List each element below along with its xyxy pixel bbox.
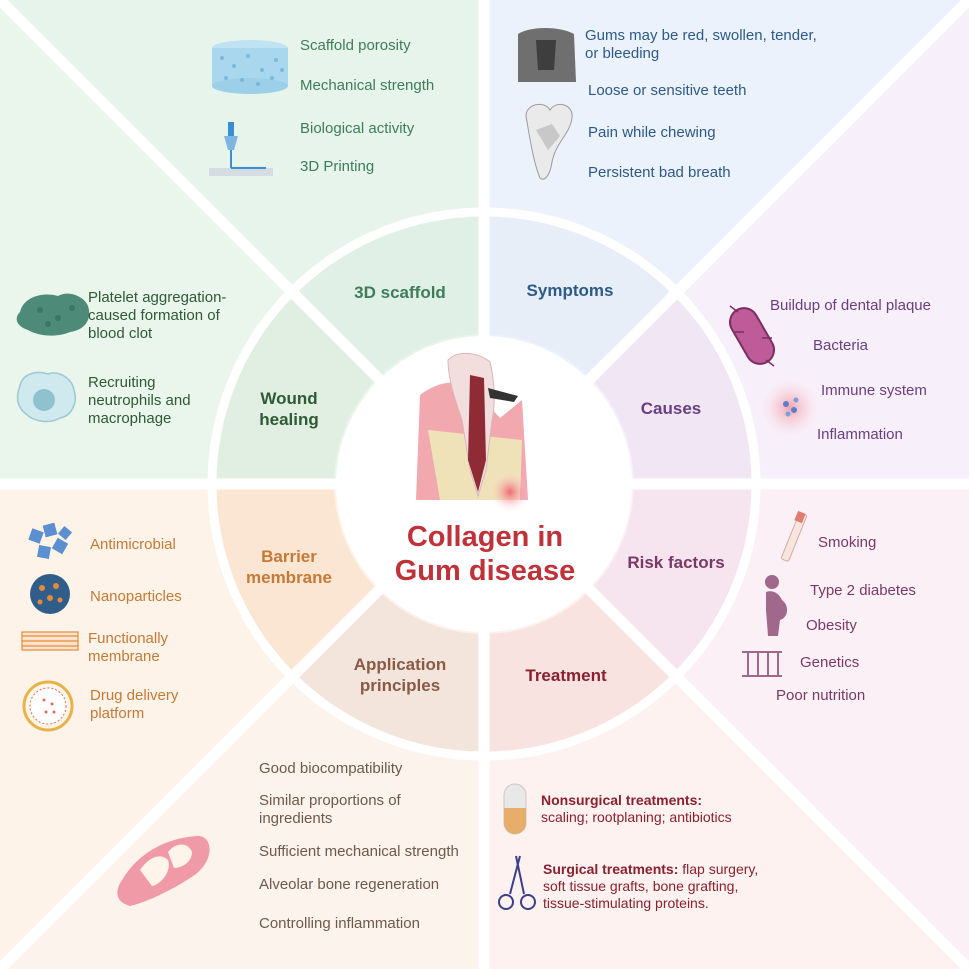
segment-application-line2: principles (359, 676, 441, 695)
treatment-surgical-line2: soft tissue grafts, bone grafting, (543, 878, 739, 894)
segment-barrier-membrane: Barrier membrane (230, 546, 348, 588)
tooth-icon (525, 103, 573, 180)
treatment-surgical-line3: tissue-stimulating proteins. (543, 895, 709, 911)
barrier-drug-line1: Drug delivery (90, 687, 179, 704)
symptom-loose-teeth: Loose or sensitive teeth (588, 82, 747, 99)
porous-cylinder-icon (212, 40, 288, 94)
segment-causes: Causes (640, 399, 702, 418)
pill-capsule-icon (503, 783, 527, 835)
application-similar-line1: Similar proportions of (259, 792, 401, 809)
segment-symptoms: Symptoms (526, 281, 614, 300)
treatment-nonsurgical-title: Nonsurgical treatments: (541, 792, 703, 808)
cause-item: Inflammation (817, 426, 903, 443)
barrier-functional-line2: membrane (88, 648, 160, 665)
risk-item: Genetics (800, 654, 860, 671)
application-mech: Sufficient mechanical strength (259, 843, 459, 860)
symptom-pain: Pain while chewing (588, 124, 716, 141)
segment-barrier-line2: membrane (246, 568, 332, 587)
dna-ladder-icon (742, 651, 782, 677)
segment-barrier-line1: Barrier (261, 547, 317, 566)
bacterium-icon (729, 305, 775, 367)
application-alveolar: Alveolar bone regeneration (259, 876, 440, 893)
3d-printer-nozzle-icon (209, 122, 273, 176)
symptom-bad-breath: Persistent bad breath (588, 164, 731, 181)
application-biocompat: Good biocompatibility (259, 760, 403, 777)
risk-item: Obesity (806, 617, 857, 634)
risk-item: Smoking (818, 534, 877, 551)
immune-cells-icon (762, 380, 818, 436)
center-title-line1: Collagen in (406, 521, 564, 553)
segment-3d-scaffold: 3D scaffold (354, 283, 446, 302)
wound-platelet-line3: blood clot (88, 325, 153, 342)
macrophage-cell-icon (16, 371, 76, 423)
center-title-line2: Gum disease (394, 555, 576, 587)
application-inflammation: Controlling inflammation (259, 915, 420, 932)
cause-item: Immune system (821, 382, 927, 399)
surgical-scissors-icon (498, 855, 536, 910)
gum-tissue-icon (117, 835, 210, 906)
wound-platelet-line2: caused formation of (88, 307, 220, 324)
segment-wound-line1: Wound (260, 389, 318, 408)
cause-item: Buildup of dental plaque (770, 297, 931, 314)
scaffold-item: Biological activity (300, 120, 415, 137)
treatment-nonsurgical-body: scaling; rootplaning; antibiotics (541, 809, 732, 825)
risk-item: Poor nutrition (776, 687, 866, 704)
segment-application-line1: Application (353, 655, 447, 674)
segment-treatment: Treatment (525, 666, 607, 685)
pregnant-figure-icon (765, 575, 788, 636)
application-similar-line2: ingredients (259, 810, 333, 827)
membrane-icon (21, 631, 79, 651)
barrier-drug-line2: platform (90, 705, 145, 722)
barrier-antimicrobial: Antimicrobial (90, 536, 176, 553)
segment-wound-line2: healing (259, 410, 319, 429)
barrier-nanoparticles: Nanoparticles (90, 588, 182, 605)
segment-risk-factors: Risk factors (627, 553, 725, 572)
wound-recruit-line2: neutrophils and (88, 392, 191, 409)
symptom-gums-line1: Gums may be red, swollen, tender, (585, 27, 817, 44)
cause-item: Bacteria (813, 337, 869, 354)
scaffold-item: Scaffold porosity (300, 37, 411, 54)
wound-platelet-line1: Platelet aggregation- (88, 289, 227, 306)
segment-application-principles: Application principles (330, 654, 470, 696)
nanocluster-icon (28, 522, 73, 559)
tooth-cross-section-icon (416, 353, 530, 512)
nanoparticle-icon (30, 574, 70, 614)
center-title: Collagen in Gum disease (350, 520, 620, 588)
segment-wound-healing: Wound healing (230, 388, 348, 430)
gum-section-icon (518, 28, 576, 82)
blood-clot-icon (16, 293, 90, 336)
wound-recruit-line3: macrophage (88, 410, 172, 427)
treatment-surgical-rest: flap surgery, (678, 861, 759, 877)
scaffold-item: Mechanical strength (300, 77, 435, 94)
liposome-icon (22, 680, 74, 732)
scaffold-item: 3D Printing (300, 158, 375, 175)
symptom-gums-line2: or bleeding (585, 45, 660, 62)
risk-item: Type 2 diabetes (810, 582, 916, 599)
cigarette-icon (781, 510, 807, 562)
treatment-surgical-line1: Surgical treatments: flap surgery, (543, 860, 758, 878)
treatment-surgical-title: Surgical treatments: (543, 861, 679, 877)
wound-recruit-line1: Recruiting (88, 374, 156, 391)
barrier-functional-line1: Functionally (88, 630, 169, 647)
